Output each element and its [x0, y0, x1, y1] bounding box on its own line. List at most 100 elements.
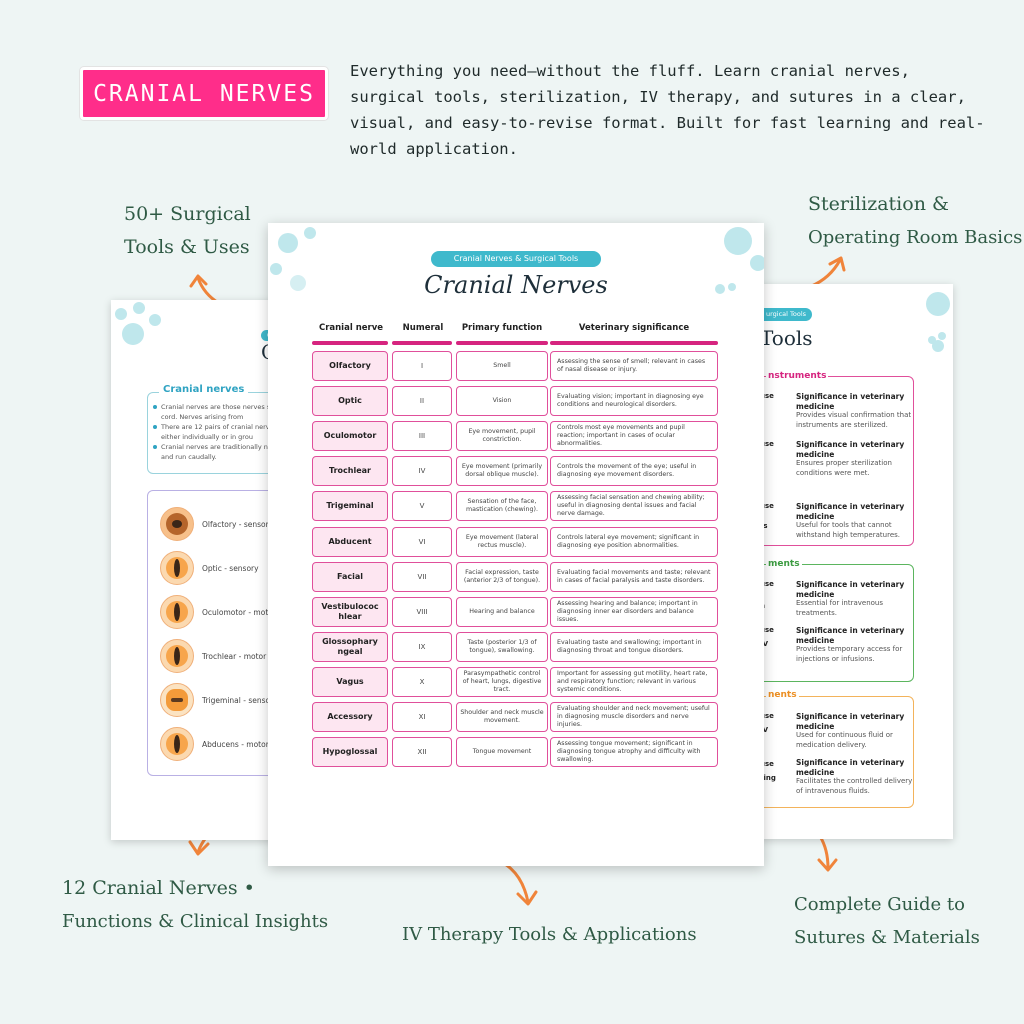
use-label: ring: [760, 774, 776, 782]
sig-text: Provides temporary access for injections…: [796, 645, 903, 663]
significance-cell: Important for assessing gut motility, he…: [550, 666, 718, 697]
significance-cell: Assessing the sense of smell; relevant i…: [550, 351, 718, 381]
nerve-name-cell: Hypoglossal: [312, 737, 388, 768]
nerve-name-cell: Optic: [312, 386, 388, 417]
significance-cell: Controls the movement of the eye; useful…: [550, 456, 718, 487]
sig-text: Used for continuous fluid or medication …: [796, 731, 893, 749]
nerve-name-cell: Abducent: [312, 526, 388, 557]
use-label: use: [760, 440, 774, 448]
page-title: Tools: [760, 326, 813, 350]
callout-sterilization: Sterilization & Operating Room Basics: [808, 188, 1022, 254]
nerve-name-cell: Accessory: [312, 702, 388, 732]
eye-icon: [160, 595, 194, 629]
use-label: use: [760, 760, 774, 768]
list-item: Trigeminal - sensory: [160, 683, 278, 717]
function-cell: Tongue movement: [456, 737, 548, 768]
function-cell: Sensation of the face, mastication (chew…: [456, 491, 548, 522]
eye-icon: [160, 639, 194, 673]
callout-line: 12 Cranial Nerves •: [62, 877, 255, 899]
eye-icon: [160, 727, 194, 761]
function-cell: Eye movement (lateral rectus muscle).: [456, 526, 548, 557]
callout-surgical-tools: 50+ Surgical Tools & Uses: [124, 198, 251, 264]
header-underline: [392, 341, 452, 345]
use-label: IV: [760, 726, 769, 734]
list-item: Olfactory - sensory: [160, 507, 273, 541]
nerve-name-cell: Vestibulococ hlear: [312, 596, 388, 627]
title-badge: CRANIAL NERVES: [80, 67, 328, 120]
sig-heading: Significance in veterinary medicine: [796, 392, 905, 411]
list-item-label: Trigeminal - sensory: [202, 695, 278, 705]
numeral-cell: XII: [392, 737, 452, 768]
paw-print-icon: [715, 227, 764, 294]
list-item-label: Trochlear - motor: [202, 651, 267, 661]
callout-line: 50+ Surgical: [124, 203, 251, 225]
callout-line: Tools & Uses: [124, 236, 250, 258]
nerve-name-cell: Oculomotor: [312, 421, 388, 452]
header-underline: [550, 341, 718, 345]
numeral-cell: VI: [392, 526, 452, 557]
page-title: Cranial Nerves: [424, 271, 608, 299]
function-cell: Smell: [456, 351, 548, 381]
callout-line: Functions & Clinical Insights: [62, 911, 329, 932]
callout-cranial: 12 Cranial Nerves • Functions & Clinical…: [62, 872, 328, 938]
sig-heading: Significance in veterinary medicine: [796, 580, 905, 599]
numeral-cell: VII: [392, 561, 452, 592]
function-cell: Taste (posterior 1/3 of tongue), swallow…: [456, 631, 548, 662]
use-label: use: [760, 392, 774, 400]
function-cell: Facial expression, taste (anterior 2/3 o…: [456, 561, 548, 592]
list-item: Optic - sensory: [160, 551, 259, 585]
function-cell: Vision: [456, 386, 548, 417]
tool-card: [760, 564, 914, 682]
nerve-list: Olfactory - sensory Optic - sensory Ocul…: [147, 490, 311, 776]
header-underline: [312, 341, 388, 345]
page-cranial-nerves-table: Cranial Nerves & Surgical Tools Cranial …: [268, 223, 764, 866]
sig-heading: Significance in veterinary medicine: [796, 440, 905, 459]
significance-cell: Assessing hearing and balance; important…: [550, 596, 718, 627]
list-item-label: Oculomotor - motor: [202, 607, 276, 617]
nerve-name-cell: Vagus: [312, 666, 388, 697]
callout-line: Complete Guide to: [794, 894, 965, 915]
use-label: use: [760, 502, 774, 510]
page-chip: Cranial Nerves & Surgical Tools: [431, 251, 601, 267]
list-item-label: Optic - sensory: [202, 563, 259, 573]
significance-cell: Controls lateral eye movement; significa…: [550, 526, 718, 557]
nerve-name-cell: Olfactory: [312, 351, 388, 381]
tool-card-title: nstruments: [766, 371, 829, 381]
numeral-cell: V: [392, 491, 452, 522]
significance-cell: Evaluating taste and swallowing; importa…: [550, 631, 718, 662]
paw-print-icon: [926, 292, 950, 352]
use-label: use: [760, 580, 774, 588]
significance-cell: Controls most eye movements and pupil re…: [550, 421, 718, 452]
significance-cell: Evaluating vision; important in diagnosi…: [550, 386, 718, 417]
nerve-name-cell: Trigeminal: [312, 491, 388, 522]
use-label: IV: [760, 640, 769, 648]
list-item-label: Abducens - motor: [202, 739, 269, 749]
significance-cell: Evaluating facial movements and taste; r…: [550, 561, 718, 592]
sig-text: Facilitates the controlled delivery of i…: [796, 777, 913, 795]
sig-text: Ensures proper sterilization conditions …: [796, 459, 892, 477]
sig-text: Provides visual confirmation that instru…: [796, 411, 912, 429]
column-header: Cranial nerve: [318, 323, 384, 333]
sig-heading: Significance in veterinary medicine: [796, 626, 905, 645]
significance-cell: Evaluating shoulder and neck movement; u…: [550, 702, 718, 732]
cat-face-icon: [160, 683, 194, 717]
sig-heading: Significance in veterinary medicine: [796, 502, 905, 521]
column-header: Primary function: [461, 323, 543, 333]
nerve-name-cell: Trochlear: [312, 456, 388, 487]
function-cell: Eye movement, pupil constriction.: [456, 421, 548, 452]
function-cell: Shoulder and neck muscle movement.: [456, 702, 548, 732]
list-item: Abducens - motor: [160, 727, 269, 761]
numeral-cell: I: [392, 351, 452, 381]
column-header: Veterinary significance: [578, 323, 690, 333]
function-cell: Eye movement (primarily dorsal oblique m…: [456, 456, 548, 487]
numeral-cell: IV: [392, 456, 452, 487]
nerve-name-cell: Glossophary ngeal: [312, 631, 388, 662]
bullet-item: Cranial nerves are those nerves spinal c…: [153, 402, 303, 422]
column-header: Numeral: [402, 323, 444, 333]
paw-print-icon: [270, 227, 316, 291]
sig-heading: Significance in veterinary medicine: [796, 712, 905, 731]
header-underline: [456, 341, 548, 345]
